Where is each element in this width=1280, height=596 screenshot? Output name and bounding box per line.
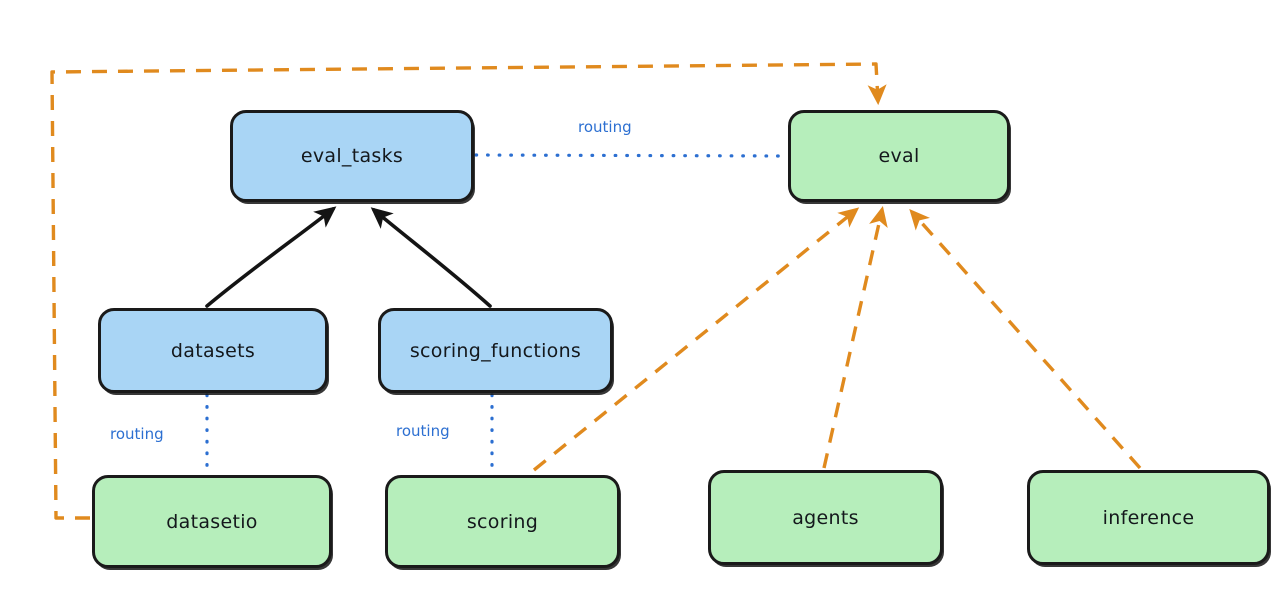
node-datasets[interactable]: datasets (98, 308, 328, 393)
node-datasets-label: datasets (170, 339, 256, 362)
node-scoring-label: scoring (466, 510, 539, 533)
edge-label-routing-datasets: routing (110, 425, 164, 443)
edge-label-routing-scoring-functions: routing (396, 422, 450, 440)
node-inference-label: inference (1102, 506, 1195, 529)
edge-datasetio-to-eval (50, 62, 887, 520)
edge-scoring-functions-to-eval-tasks (370, 207, 492, 308)
node-eval-label: eval (878, 145, 920, 167)
node-datasetio[interactable]: datasetio (92, 475, 332, 568)
node-agents-label: agents (792, 506, 859, 529)
edge-datasets-to-eval-tasks (205, 206, 337, 308)
node-scoring[interactable]: scoring (385, 475, 620, 568)
node-agents[interactable]: agents (708, 470, 943, 565)
node-eval-tasks[interactable]: eval_tasks (230, 110, 474, 202)
edge-inference-to-eval (909, 208, 1142, 470)
node-scoring-functions[interactable]: scoring_functions (378, 308, 613, 393)
node-inference[interactable]: inference (1027, 470, 1270, 565)
node-eval-tasks-label: eval_tasks (300, 145, 404, 167)
edge-label-routing-eval-tasks: routing (578, 118, 632, 136)
node-eval[interactable]: eval (788, 110, 1010, 202)
edge-eval-tasks-to-eval (474, 153, 788, 158)
node-scoring-functions-label: scoring_functions (409, 339, 582, 362)
edge-scoring-to-eval (532, 207, 860, 472)
edge-agents-to-eval (822, 206, 888, 469)
node-datasetio-label: datasetio (166, 510, 258, 533)
